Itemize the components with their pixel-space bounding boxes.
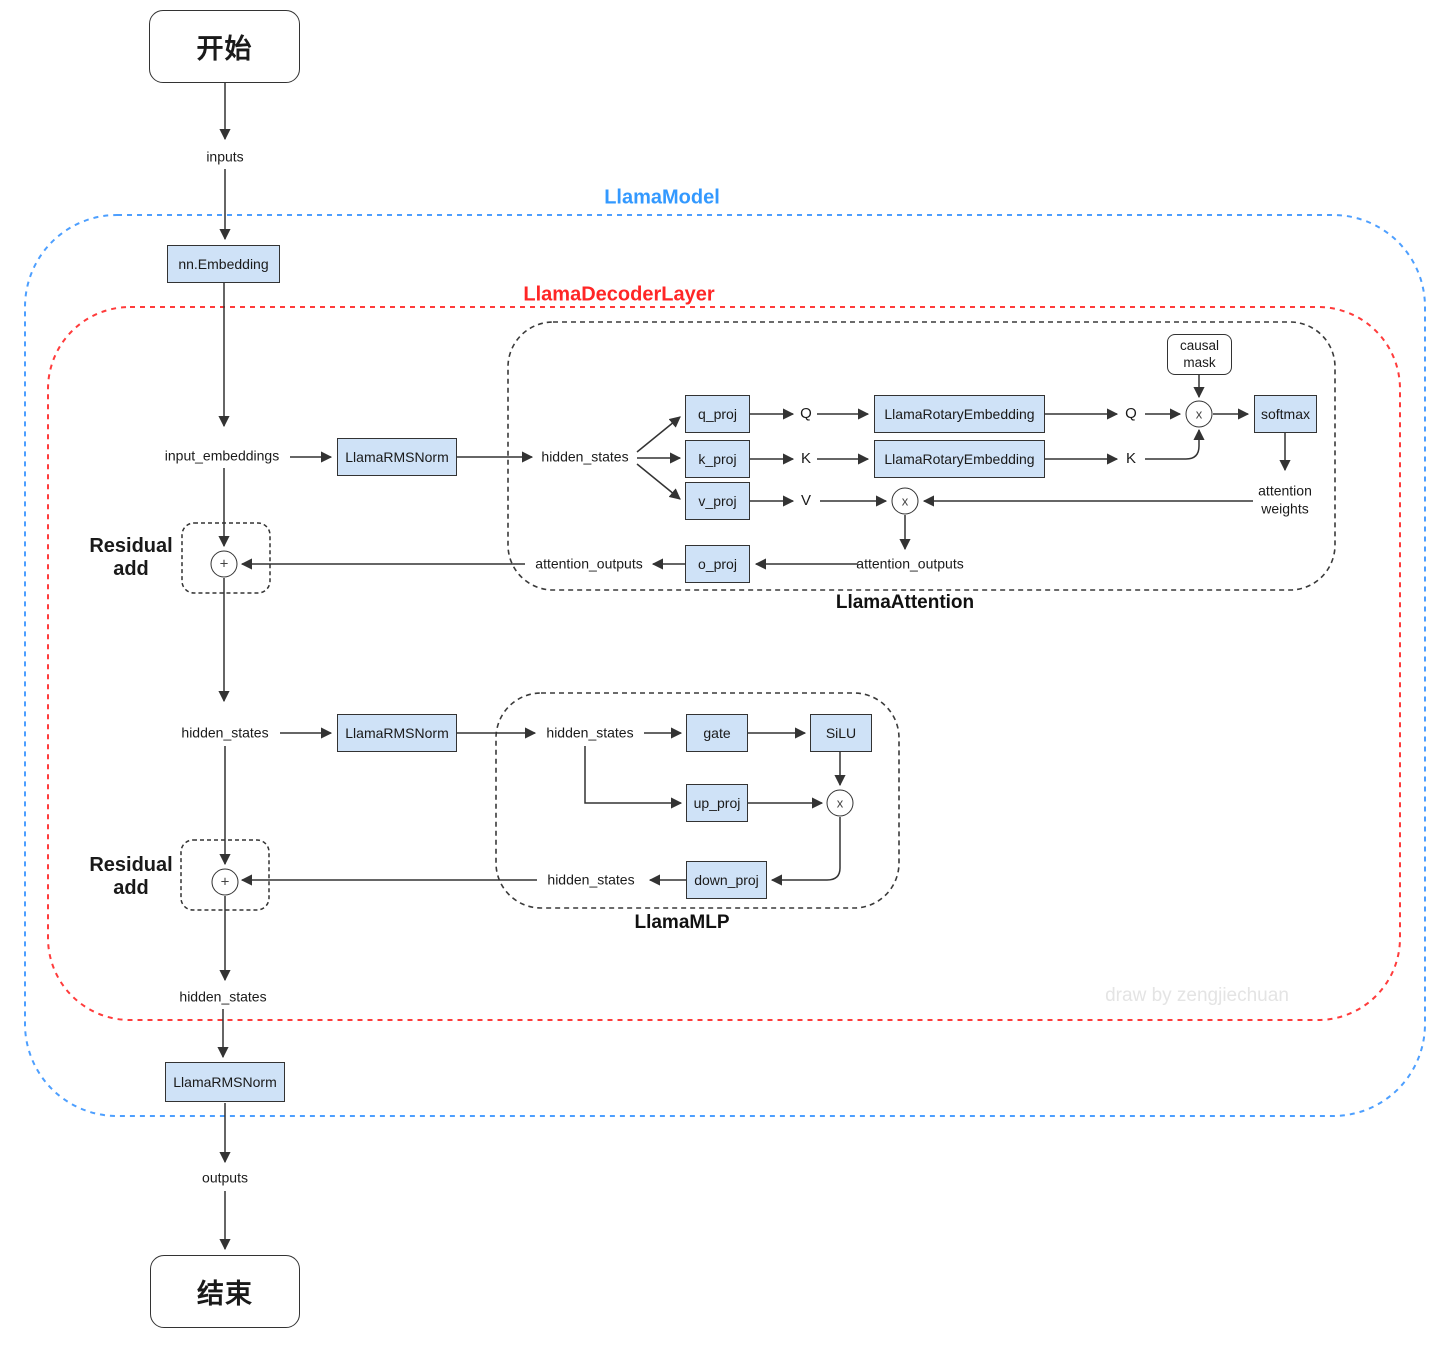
causal-mask-node: causal mask	[1167, 334, 1232, 375]
rotary-q-label: LlamaRotaryEmbedding	[884, 406, 1035, 422]
edges	[217, 83, 1291, 1251]
rmsnorm1-label: LlamaRMSNorm	[345, 449, 449, 465]
k-proj-label: k_proj	[698, 451, 737, 467]
v-multiply-operator: x	[891, 487, 919, 515]
causal-mask-line2: mask	[1183, 354, 1216, 370]
down-proj-label: down_proj	[694, 872, 759, 888]
start-label: 开始	[196, 34, 253, 64]
o-proj-label: o_proj	[698, 556, 737, 572]
llamamlp-container	[495, 692, 900, 909]
attention-weights-label: attention weights	[1258, 483, 1312, 518]
attention-outputs-right-label: attention_outputs	[856, 555, 964, 572]
k-right-label: K	[1125, 450, 1137, 467]
silu-label: SiLU	[825, 725, 857, 741]
residual-line1: Residual	[89, 535, 173, 557]
up-proj-label: up_proj	[693, 795, 741, 811]
start-terminal: 开始	[149, 10, 300, 83]
residual-plus-operator-2: +	[211, 868, 239, 896]
times-glyph: x	[836, 795, 844, 811]
hidden-states-bottom-label: hidden_states	[179, 988, 267, 1005]
v-label: V	[800, 492, 812, 509]
down-proj-node: down_proj	[686, 861, 767, 899]
hidden-states-row2-label: hidden_states	[181, 724, 269, 741]
llamadecoderlayer-container	[47, 306, 1401, 1021]
gate-label: gate	[703, 725, 731, 741]
outputs-label: outputs	[202, 1169, 248, 1186]
times-glyph: x	[901, 493, 909, 509]
attention-weights-line2: weights	[1261, 500, 1309, 516]
v-proj-node: v_proj	[685, 482, 750, 520]
nn-embedding-node: nn.Embedding	[167, 245, 280, 283]
mlp-multiply-operator: x	[826, 789, 854, 817]
residual-line2: add	[113, 877, 149, 899]
watermark-text: draw by zengjiechuan	[1105, 985, 1289, 1006]
llamaattention-container	[507, 321, 1336, 591]
q-right-label: Q	[1125, 405, 1137, 422]
causal-mask-line1: causal	[1179, 337, 1220, 353]
k-proj-node: k_proj	[685, 440, 750, 478]
qk-multiply-operator: x	[1185, 400, 1213, 428]
plus-glyph: +	[220, 873, 230, 891]
rmsnorm1-node: LlamaRMSNorm	[337, 438, 457, 476]
llamaattention-title: LlamaAttention	[835, 592, 975, 613]
attention-outputs-left-label: attention_outputs	[535, 555, 643, 572]
plus-glyph: +	[219, 555, 229, 573]
residual-add-box-1	[181, 522, 271, 594]
hidden-states-mlp-out-label: hidden_states	[547, 871, 635, 888]
silu-node: SiLU	[810, 714, 872, 752]
rotary-embedding-k-node: LlamaRotaryEmbedding	[874, 440, 1045, 478]
k-left-label: K	[800, 450, 812, 467]
times-glyph: x	[1195, 406, 1203, 422]
llamadecoderlayer-title: LlamaDecoderLayer	[523, 283, 715, 306]
q-left-label: Q	[800, 405, 812, 422]
rmsnorm2-node: LlamaRMSNorm	[337, 714, 457, 752]
residual-add-label-1: Residual add	[89, 535, 172, 581]
softmax-node: softmax	[1254, 395, 1317, 433]
hidden-states-attn-label: hidden_states	[541, 448, 629, 465]
q-proj-label: q_proj	[698, 406, 737, 422]
residual-line1: Residual	[89, 854, 173, 876]
rmsnorm3-node: LlamaRMSNorm	[165, 1062, 285, 1102]
rmsnorm2-label: LlamaRMSNorm	[345, 725, 449, 741]
rotary-k-label: LlamaRotaryEmbedding	[884, 451, 1035, 467]
llamamodel-container	[24, 214, 1426, 1117]
end-label: 结束	[197, 1279, 253, 1309]
q-proj-node: q_proj	[685, 395, 750, 433]
input-embeddings-label: input_embeddings	[164, 447, 280, 464]
residual-plus-operator-1: +	[210, 550, 238, 578]
residual-line2: add	[113, 558, 149, 580]
llamamodel-title: LlamaModel	[604, 186, 720, 209]
hidden-states-mlp-in-label: hidden_states	[546, 724, 634, 741]
residual-add-label-2: Residual add	[89, 854, 172, 900]
nn-embedding-label: nn.Embedding	[178, 256, 269, 272]
rmsnorm3-label: LlamaRMSNorm	[173, 1074, 277, 1090]
v-proj-label: v_proj	[698, 493, 737, 509]
attention-weights-line1: attention	[1258, 482, 1312, 499]
up-proj-node: up_proj	[686, 784, 748, 822]
o-proj-node: o_proj	[685, 545, 750, 583]
softmax-label: softmax	[1260, 406, 1310, 422]
inputs-label: inputs	[206, 148, 244, 165]
llamamlp-title: LlamaMLP	[634, 912, 730, 933]
end-terminal: 结束	[150, 1255, 300, 1328]
rotary-embedding-q-node: LlamaRotaryEmbedding	[874, 395, 1045, 433]
gate-node: gate	[686, 714, 748, 752]
